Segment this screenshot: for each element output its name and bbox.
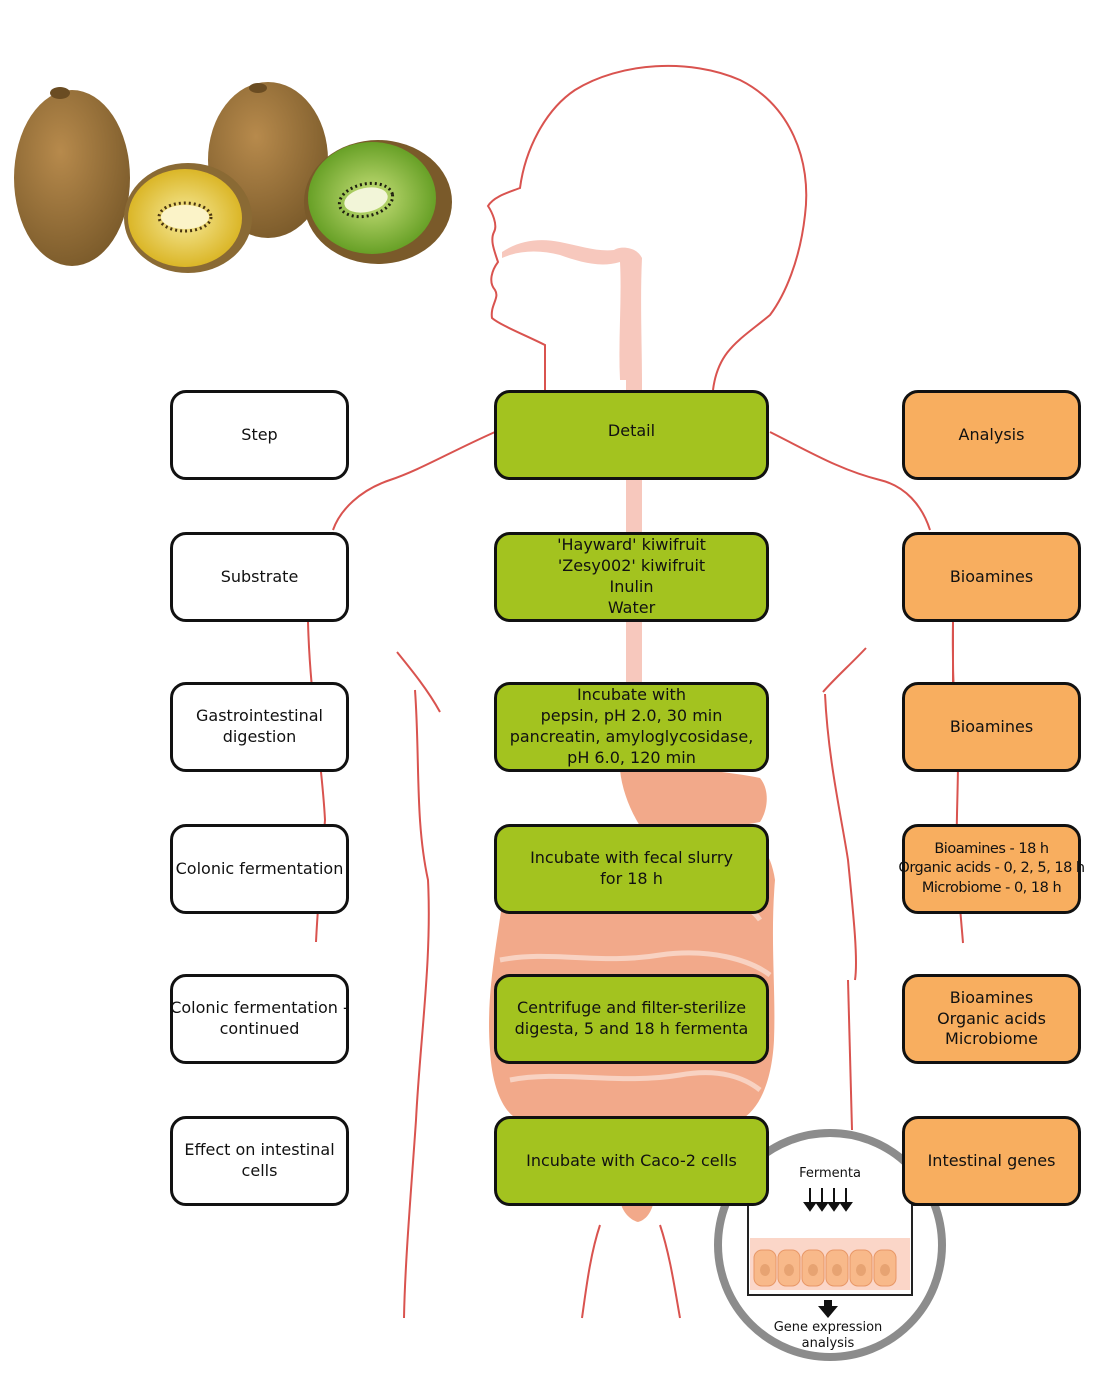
detail-line: digesta, 5 and 18 h fermenta [514, 1019, 749, 1038]
detail-line: 'Zesy002' kiwifruit [557, 556, 706, 576]
analysis-box-colonic-fermentation: Bioamines - 18 h Organic acids - 0, 2, 5… [898, 824, 1085, 914]
detail-box-effect-on-intestinal-cells: Incubate with Caco-2 cells [494, 1116, 769, 1206]
detail-line: Incubate with [577, 685, 686, 705]
detail-line: 'Hayward' kiwifruit [557, 535, 706, 555]
analysis-box-substrate: Bioamines [902, 532, 1081, 622]
step-header-label: Step [241, 424, 278, 444]
detail-line: pH 6.0, 120 min [567, 747, 696, 767]
step-box-colonic-fermentation-continued: Colonic fermentation - continued [170, 974, 349, 1064]
detail-line: Inulin [609, 577, 654, 596]
step-box-effect-on-intestinal-cells: Effect on intestinal cells [170, 1116, 349, 1206]
analysis-line: Microbiome - 0, 18 h [921, 879, 1062, 896]
analysis-line: Bioamines [949, 566, 1034, 586]
inset-fermenta-label: Fermenta [799, 1166, 861, 1181]
step-box-colonic-fermentation: Colonic fermentation [170, 824, 349, 914]
step-label: Colonic fermentation - [170, 998, 349, 1018]
arrow-down-icon [818, 1300, 838, 1318]
step-box-substrate: Substrate [170, 532, 349, 622]
step-label: digestion [222, 727, 297, 746]
step-label: continued [219, 1019, 300, 1038]
analysis-box-effect-on-intestinal-cells: Intestinal genes [902, 1116, 1081, 1206]
analysis-line: Microbiome [945, 1029, 1038, 1049]
arrows-down-icon [803, 1188, 853, 1212]
inset-label-line-1: Gene expression [773, 1320, 883, 1335]
step-label: cells [241, 1161, 278, 1180]
step-label: Effect on intestinal [184, 1140, 335, 1160]
analysis-header: Analysis [902, 390, 1081, 480]
analysis-line: Bioamines [949, 987, 1034, 1007]
inset-label-line-2: analysis [801, 1335, 855, 1351]
detail-box-colonic-fermentation-continued: Centrifuge and filter-sterilize digesta,… [494, 974, 769, 1064]
caco2-inset [714, 1129, 946, 1361]
detail-line: Water [607, 597, 656, 617]
inset-gene-expression-label: Gene expression analysis [770, 1320, 886, 1351]
detail-line: Incubate with Caco-2 cells [526, 1150, 737, 1170]
analysis-line: Organic acids [937, 1008, 1046, 1028]
step-box-gastrointestinal-digestion: Gastrointestinal digestion [170, 682, 349, 772]
detail-header: Detail [494, 390, 769, 480]
step-label: Gastrointestinal [196, 706, 323, 726]
detail-box-gastrointestinal-digestion: Incubate with pepsin, pH 2.0, 30 min pan… [494, 682, 769, 772]
analysis-line: Intestinal genes [927, 1150, 1056, 1170]
detail-line: for 18 h [600, 869, 663, 888]
detail-box-substrate: 'Hayward' kiwifruit 'Zesy002' kiwifruit … [494, 532, 769, 622]
kiwifruit-image [14, 82, 452, 273]
step-label: Colonic fermentation [175, 858, 344, 878]
detail-line: pancreatin, amyloglycosidase, [509, 727, 754, 746]
analysis-box-colonic-fermentation-continued: Bioamines Organic acids Microbiome [902, 974, 1081, 1064]
analysis-header-label: Analysis [958, 424, 1025, 444]
detail-line: Incubate with fecal slurry [530, 848, 733, 868]
analysis-line: Bioamines - 18 h [934, 840, 1049, 857]
detail-line: pepsin, pH 2.0, 30 min [540, 706, 723, 726]
analysis-line: Organic acids - 0, 2, 5, 18 h [898, 860, 1085, 877]
step-label: Substrate [220, 566, 299, 586]
analysis-line: Bioamines [949, 716, 1034, 736]
step-header: Step [170, 390, 349, 480]
detail-header-label: Detail [607, 421, 656, 440]
detail-line: Centrifuge and filter-sterilize [516, 998, 747, 1018]
analysis-box-gastrointestinal-digestion: Bioamines [902, 682, 1081, 772]
detail-box-colonic-fermentation: Incubate with fecal slurry for 18 h [494, 824, 769, 914]
